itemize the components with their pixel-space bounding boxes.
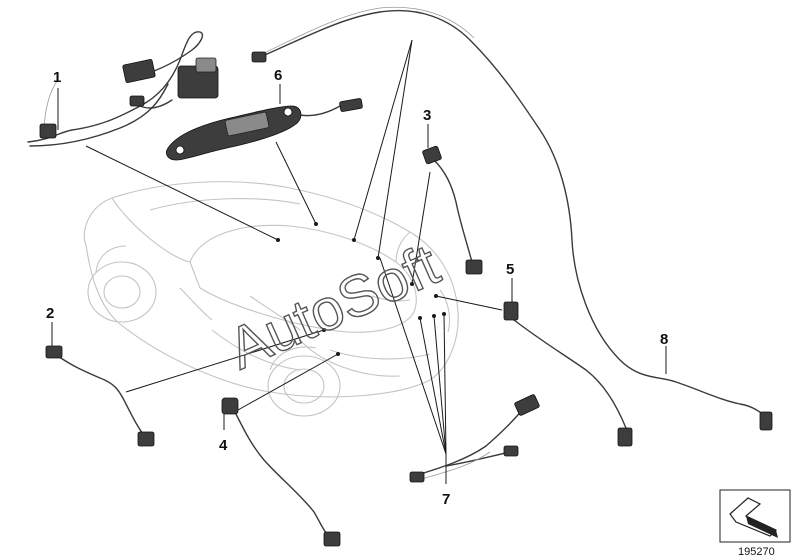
callout-2: 2 — [46, 305, 54, 322]
callout-3: 3 — [423, 107, 431, 124]
callout-labels: 1 2 3 4 5 6 7 8 — [46, 67, 668, 508]
callout-1: 1 — [53, 69, 61, 86]
reference-box — [719, 489, 791, 543]
leader-lines — [51, 39, 667, 484]
callout-7: 7 — [442, 491, 450, 508]
callout-6: 6 — [274, 67, 282, 84]
car-outline — [83, 181, 459, 417]
connectors — [39, 51, 773, 547]
wiring — [27, 6, 769, 539]
callout-5: 5 — [506, 261, 514, 278]
callout-4: 4 — [219, 437, 228, 454]
document-number: 195270 — [738, 546, 775, 558]
callout-8: 8 — [660, 331, 668, 348]
